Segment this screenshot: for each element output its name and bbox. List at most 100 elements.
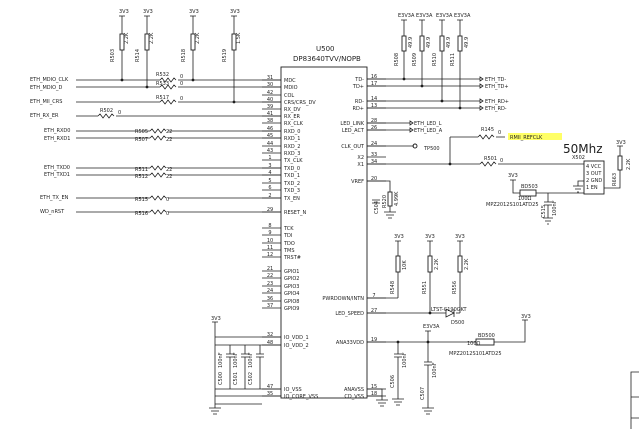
pin-number: 29: [267, 207, 273, 213]
resistor-r505: [149, 128, 167, 134]
resistor-r551: [427, 255, 433, 273]
net-eth-td-minus: ETH_TD-: [485, 77, 506, 83]
resistor-ref: R517: [156, 95, 169, 101]
rail-symbol: [439, 19, 445, 27]
net-eth-rxd0: ETH_RXD0: [44, 128, 70, 134]
resistor-value: 22: [166, 137, 172, 143]
resistor-value: 0: [500, 158, 503, 164]
rail-symbol: [510, 179, 516, 186]
resistor-ref: R509: [412, 53, 418, 66]
pin-number: 3: [268, 163, 271, 169]
ic-part: DP83640TVV/NOPB: [293, 55, 361, 63]
resistor-r520: [387, 191, 393, 207]
resistor-r548: [395, 255, 401, 273]
pin-number: 19: [371, 337, 377, 343]
pin-number: 43: [267, 148, 273, 154]
pin-number: 20: [371, 176, 377, 182]
resistor-ref: R501: [484, 156, 497, 162]
resistor-ref: R533: [156, 81, 169, 87]
pin-name: MDIO: [284, 85, 298, 91]
resistor-ref: R510: [432, 53, 438, 66]
cap-c506: [394, 353, 402, 395]
wire: [214, 328, 281, 405]
pin-name: TCK: [283, 226, 294, 232]
ground-symbol: [392, 395, 404, 406]
resistor-ref: R508: [394, 53, 400, 66]
pin-name: TXD_3: [283, 188, 300, 194]
vref-network: R520 4.99K C504: [367, 180, 400, 219]
resistor-body: [401, 35, 407, 52]
rail-label: E3V3A: [423, 324, 440, 330]
pin-number: 23: [267, 281, 273, 287]
rail-label: 3V3: [230, 9, 240, 15]
cap-c501: [241, 345, 249, 389]
resistor-value: 2.2K: [149, 32, 155, 44]
pin-number: 6: [268, 185, 271, 191]
pin-name: RXD_1: [284, 136, 300, 142]
wire: [367, 180, 391, 212]
pin-name: CLK_OUT: [341, 144, 365, 150]
pin-number: 40: [267, 97, 273, 103]
pin-name: TDI: [283, 233, 292, 239]
pin-name: ANA33VDD: [336, 340, 364, 346]
pin-name: TMS: [283, 248, 295, 254]
net-eth-tx-en: ETH_TX_EN: [40, 195, 69, 201]
pin-number: 46: [267, 126, 273, 132]
pin-number: 5: [268, 178, 271, 184]
wire: [367, 136, 505, 164]
cap-c500: [226, 345, 234, 389]
term-r511: E3V3A R511 49.9: [450, 13, 471, 108]
cap-value: 100nF: [432, 362, 438, 378]
pullup-r519: 3V3 R519 1.5K: [222, 9, 242, 103]
cap-ref: C506: [390, 375, 396, 388]
pin-number: 30: [267, 82, 273, 88]
left-nets: ETH_MDIO_CLK R532 0 ETH_MDIO_D R533 0 ET…: [30, 72, 281, 217]
resistor-ref: R663: [612, 173, 618, 186]
ground-symbol: [573, 185, 583, 193]
term-r508: E3V3A R508 49.9: [394, 13, 415, 79]
pin-name: GPIO1: [284, 269, 299, 275]
resistor-value: 2.2K: [464, 258, 470, 270]
resistor-value: 0: [180, 81, 183, 87]
pin-number: 24: [371, 141, 377, 147]
pin-name: TD+: [352, 84, 364, 90]
pin-number: 24: [267, 288, 273, 294]
net-eth-mii-crs: ETH_MII_CRS: [30, 99, 62, 105]
resistor-r512: [149, 172, 167, 178]
resistor-ref: R512: [135, 174, 148, 180]
pin-number: 28: [371, 118, 377, 124]
cap-value: 100nF: [218, 352, 224, 368]
resistor-ref: R505: [135, 129, 148, 135]
osc-ref: X502: [572, 155, 585, 161]
rail-label: 3V3: [143, 9, 153, 15]
resistor-ref: R556: [452, 281, 458, 294]
resistor-r502: [97, 113, 115, 119]
led-network: 3V3 R548 10K 3V3 R551 2.2K 3V3 R556 2.2K…: [367, 234, 470, 326]
ic-body: [280, 66, 368, 399]
junction: [191, 78, 195, 82]
osc-pin: 4 VCC: [586, 164, 602, 170]
resistor-value: 49.9: [464, 37, 470, 48]
rail-label: 3V3: [455, 234, 465, 240]
rail-label: 3V3: [616, 140, 626, 146]
pin-name: RD+: [352, 106, 364, 112]
ground-symbol: [422, 404, 434, 415]
resistor-body: [419, 35, 425, 52]
pin-name: RX_DV: [284, 107, 301, 113]
ground-symbol: [543, 217, 553, 225]
cap-c504: [372, 199, 380, 204]
osc-pin: 3 OUT: [586, 171, 602, 177]
net-eth-mdio-clk: ETH_MDIO_CLK: [30, 77, 69, 83]
pin-number: 1: [268, 155, 271, 161]
resistor-ref: R507: [135, 137, 148, 143]
